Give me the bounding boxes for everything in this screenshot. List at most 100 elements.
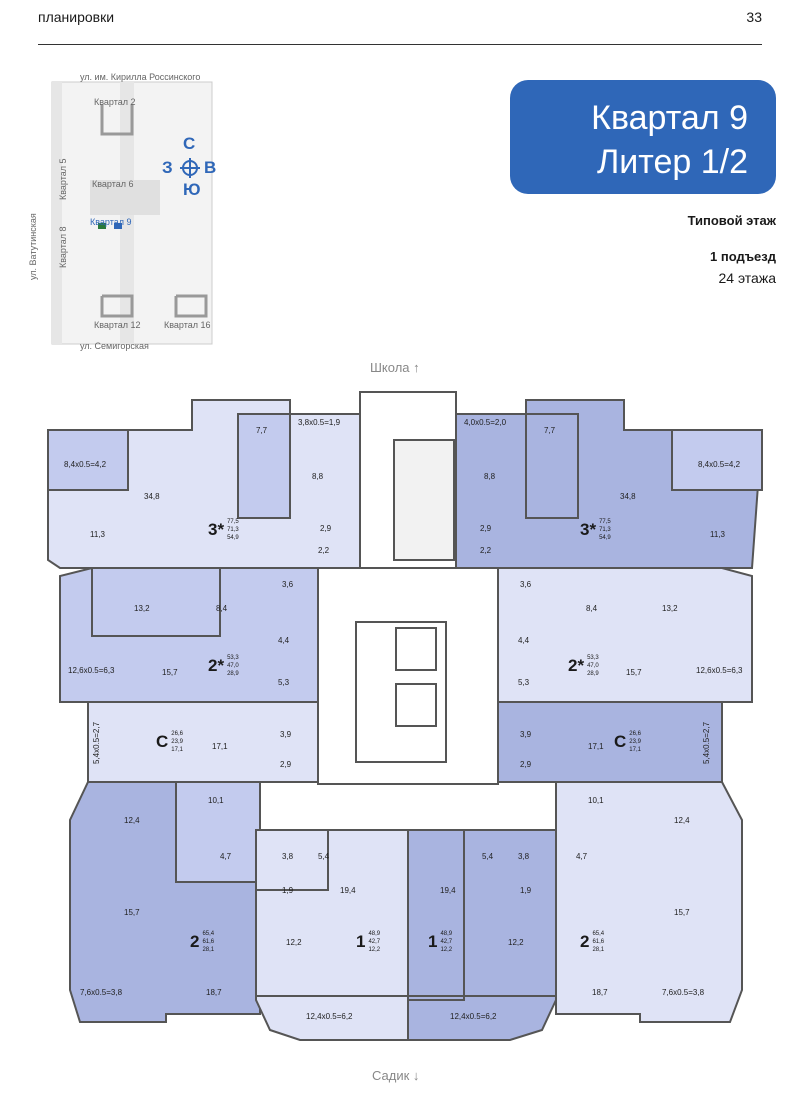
compass-east: В [204,158,217,177]
area-label: 19,4 [440,886,456,895]
area-label: 12,2 [286,938,302,947]
unit-mr [497,567,753,703]
area-label: 13,2 [134,604,150,613]
unit-room-count: С [614,732,627,751]
unit-areas: 53,3 47,0 28,9 [587,654,599,678]
area-label: 4,4 [518,636,530,645]
unit-room-count: 1 [428,932,438,951]
unit-room-count: С [156,732,169,751]
area-label: 12,6x0.5=6,3 [696,666,743,675]
badge-quarter: Квартал 9 [591,99,748,137]
area-label: 7,7 [544,426,556,435]
area-label: 2,9 [520,760,532,769]
area-label: 8,4 [586,604,598,613]
map-q6: Квартал 6 [92,179,134,189]
unit-area-value: 26,6 [171,731,183,737]
area-label: 5,4 [482,852,494,861]
unit-area-value: 47,0 [587,663,599,669]
area-label: 34,8 [144,492,160,501]
area-label: 4,0x0.5=2,0 [464,418,507,427]
area-label: 7,6x0.5=3,8 [662,988,705,997]
area-label: 19,4 [340,886,356,895]
header-divider [38,44,762,45]
unit-area-value: 77,5 [227,519,239,525]
unit-area-value: 17,1 [171,747,183,753]
area-label: 8,4x0.5=4,2 [698,460,741,469]
section-title: планировки [38,9,115,25]
floor-count: 24 этажа [718,270,777,286]
area-label: 12,4 [674,816,690,825]
map-q16: Квартал 16 [164,320,211,330]
compass-icon: С З В Ю [162,134,218,199]
floor-type: Типовой этаж [687,213,776,228]
unit-area-value: 65,4 [202,931,215,937]
area-label: 12,4x0.5=6,2 [450,1012,497,1021]
area-label: 10,1 [208,796,224,805]
unit-areas: 26,6 23,9 17,1 [171,730,183,754]
area-label: 12,6x0.5=6,3 [68,666,115,675]
street-bottom: ул. Семигорская [80,341,149,351]
area-label: 2,9 [280,760,292,769]
area-label: 5,3 [518,678,530,687]
area-label: 4,7 [576,852,588,861]
area-label: 3,6 [282,580,294,589]
street-top: ул. им. Кирилла Россинского [80,72,201,82]
area-label: 3,8 [282,852,294,861]
unit-sl [87,701,319,783]
area-label: 3,9 [280,730,292,739]
area-label: 11,3 [90,530,105,539]
unit-area-value: 12,2 [440,947,453,953]
area-label: 5,4x0.5=2,7 [92,721,101,764]
compass-north: С [183,134,196,153]
compass-south: Ю [183,180,201,199]
unit-area-value: 53,3 [587,655,599,661]
unit-area-value: 28,1 [592,947,605,953]
unit-br [555,781,743,1023]
unit-area-value: 48,9 [368,931,381,937]
unit-room-count: 2* [568,656,585,675]
area-label: 15,7 [674,908,690,917]
compass-west: З [162,158,173,177]
page-number: 33 [746,9,762,25]
unit-area-value: 54,9 [227,535,239,541]
area-label: 17,1 [588,742,604,751]
area-label: 7,6x0.5=3,8 [80,988,123,997]
unit-room-count: 3* [580,520,597,539]
unit-area-value: 26,6 [629,731,641,737]
unit-area-value: 23,9 [171,739,183,745]
area-label: 34,8 [620,492,636,501]
area-label: 3,8 [518,852,530,861]
unit-area-value: 23,9 [629,739,641,745]
area-label: 18,7 [206,988,222,997]
area-label: 8,8 [312,472,324,481]
area-label: 1,9 [520,886,532,895]
map-q12: Квартал 12 [94,320,141,330]
unit-area-value: 65,4 [592,931,605,937]
area-label: 2,2 [480,546,492,555]
unit-area-value: 28,9 [587,671,599,677]
unit-sr [497,701,723,783]
area-label: 8,4x0.5=4,2 [64,460,107,469]
unit-area-value: 77,5 [599,519,611,525]
area-label: 13,2 [662,604,678,613]
unit-area-value: 53,3 [227,655,239,661]
unit-room-count: 2 [190,932,200,951]
area-label: 15,7 [162,668,178,677]
map-q2: Квартал 2 [94,97,136,107]
area-label: 5,4 [318,852,330,861]
unit-area-value: 17,1 [629,747,641,753]
badge-letter: Литер 1/2 [596,143,748,181]
area-label: 15,7 [124,908,140,917]
unit-area-value: 61,6 [592,939,605,945]
area-label: 3,9 [520,730,532,739]
area-label: 5,3 [278,678,290,687]
